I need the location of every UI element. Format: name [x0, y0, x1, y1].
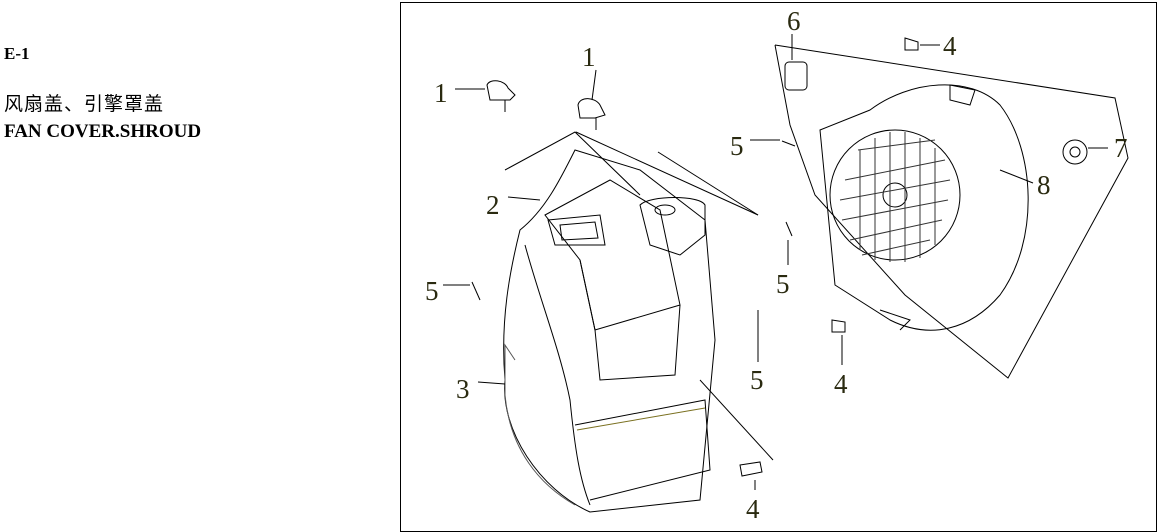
section-code: E-1	[4, 44, 30, 63]
callout-4c: 4	[746, 494, 760, 522]
callout-3: 3	[456, 374, 470, 404]
callout-7: 7	[1114, 133, 1128, 163]
callout-8: 8	[1037, 170, 1051, 200]
callout-4a: 4	[943, 31, 957, 61]
callout-4b: 4	[834, 369, 848, 399]
group-lines	[504, 44, 1129, 461]
small-parts	[471, 37, 1088, 477]
callout-6: 6	[787, 6, 801, 36]
callout-5a: 5	[425, 276, 439, 306]
callout-1b: 1	[582, 42, 596, 72]
fan-cover	[819, 84, 1029, 331]
callout-5b: 5	[730, 131, 744, 161]
clip-parts	[486, 80, 606, 130]
section-title-en: FAN COVER.SHROUD	[4, 121, 202, 142]
section-title-cn: 风扇盖、引擎罩盖	[4, 93, 165, 115]
callouts: 1 1 2 3 4 4 4 5 5 5 5 6 7 8	[425, 6, 1128, 522]
leader-lines	[443, 34, 1108, 490]
callout-2: 2	[486, 190, 500, 220]
callout-5d: 5	[750, 365, 764, 395]
shroud-assembly	[503, 149, 716, 513]
callout-1a: 1	[434, 78, 448, 108]
callout-5c: 5	[776, 269, 790, 299]
